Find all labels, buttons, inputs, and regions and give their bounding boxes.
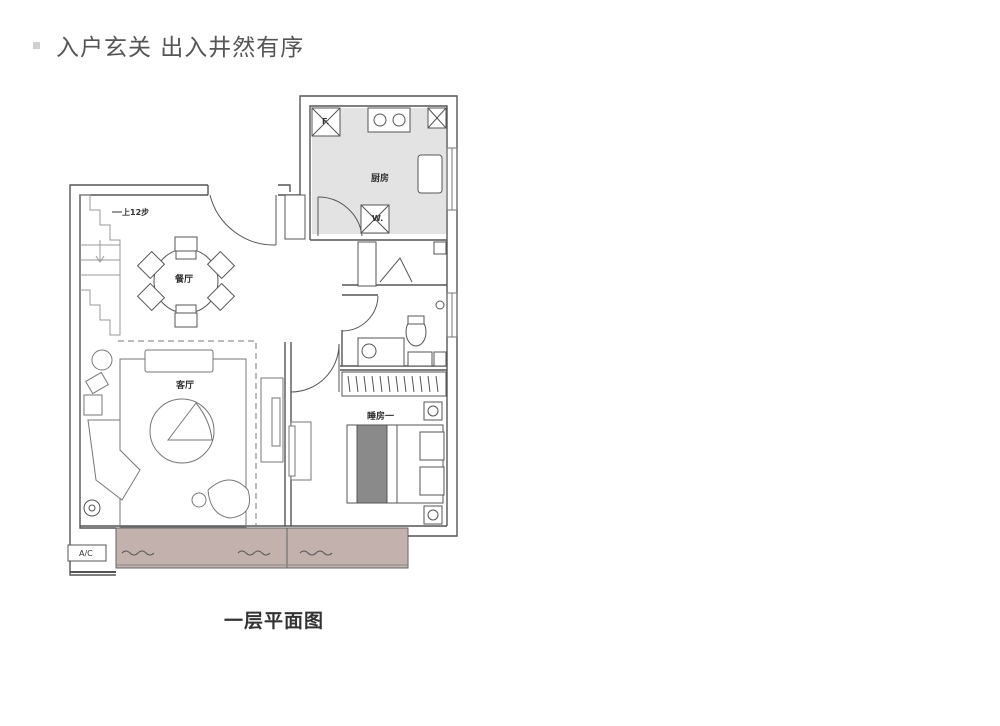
fridge-label: F. (322, 117, 329, 126)
staircase (80, 194, 122, 336)
room-label-living: 客厅 (175, 379, 194, 391)
windows (446, 147, 458, 338)
plan-caption: 一层平面图 (224, 610, 325, 632)
kitchen-fixtures (284, 107, 447, 287)
bedroom-fixtures (83, 371, 447, 525)
page-title: 入户玄关 出入井然有序 (56, 35, 305, 61)
doors (209, 194, 413, 393)
washer-label: W. (372, 214, 383, 223)
room-label-dining: 餐厅 (174, 273, 193, 285)
bullet-square-icon (33, 41, 40, 49)
ac-unit (67, 544, 107, 562)
balcony-drainage (121, 550, 333, 556)
ac-label: A/C (79, 549, 93, 558)
stair-label: 上12步 (122, 207, 149, 217)
page-header: 入户玄关 出入井然有序 (33, 28, 304, 62)
room-label-bedroom: 睡房一 (367, 410, 394, 422)
dining-table (136, 236, 236, 328)
living-zone (83, 340, 312, 528)
room-label-kitchen: 厨房 (371, 172, 389, 184)
balcony (115, 527, 409, 569)
bathroom-fixtures (357, 241, 447, 367)
